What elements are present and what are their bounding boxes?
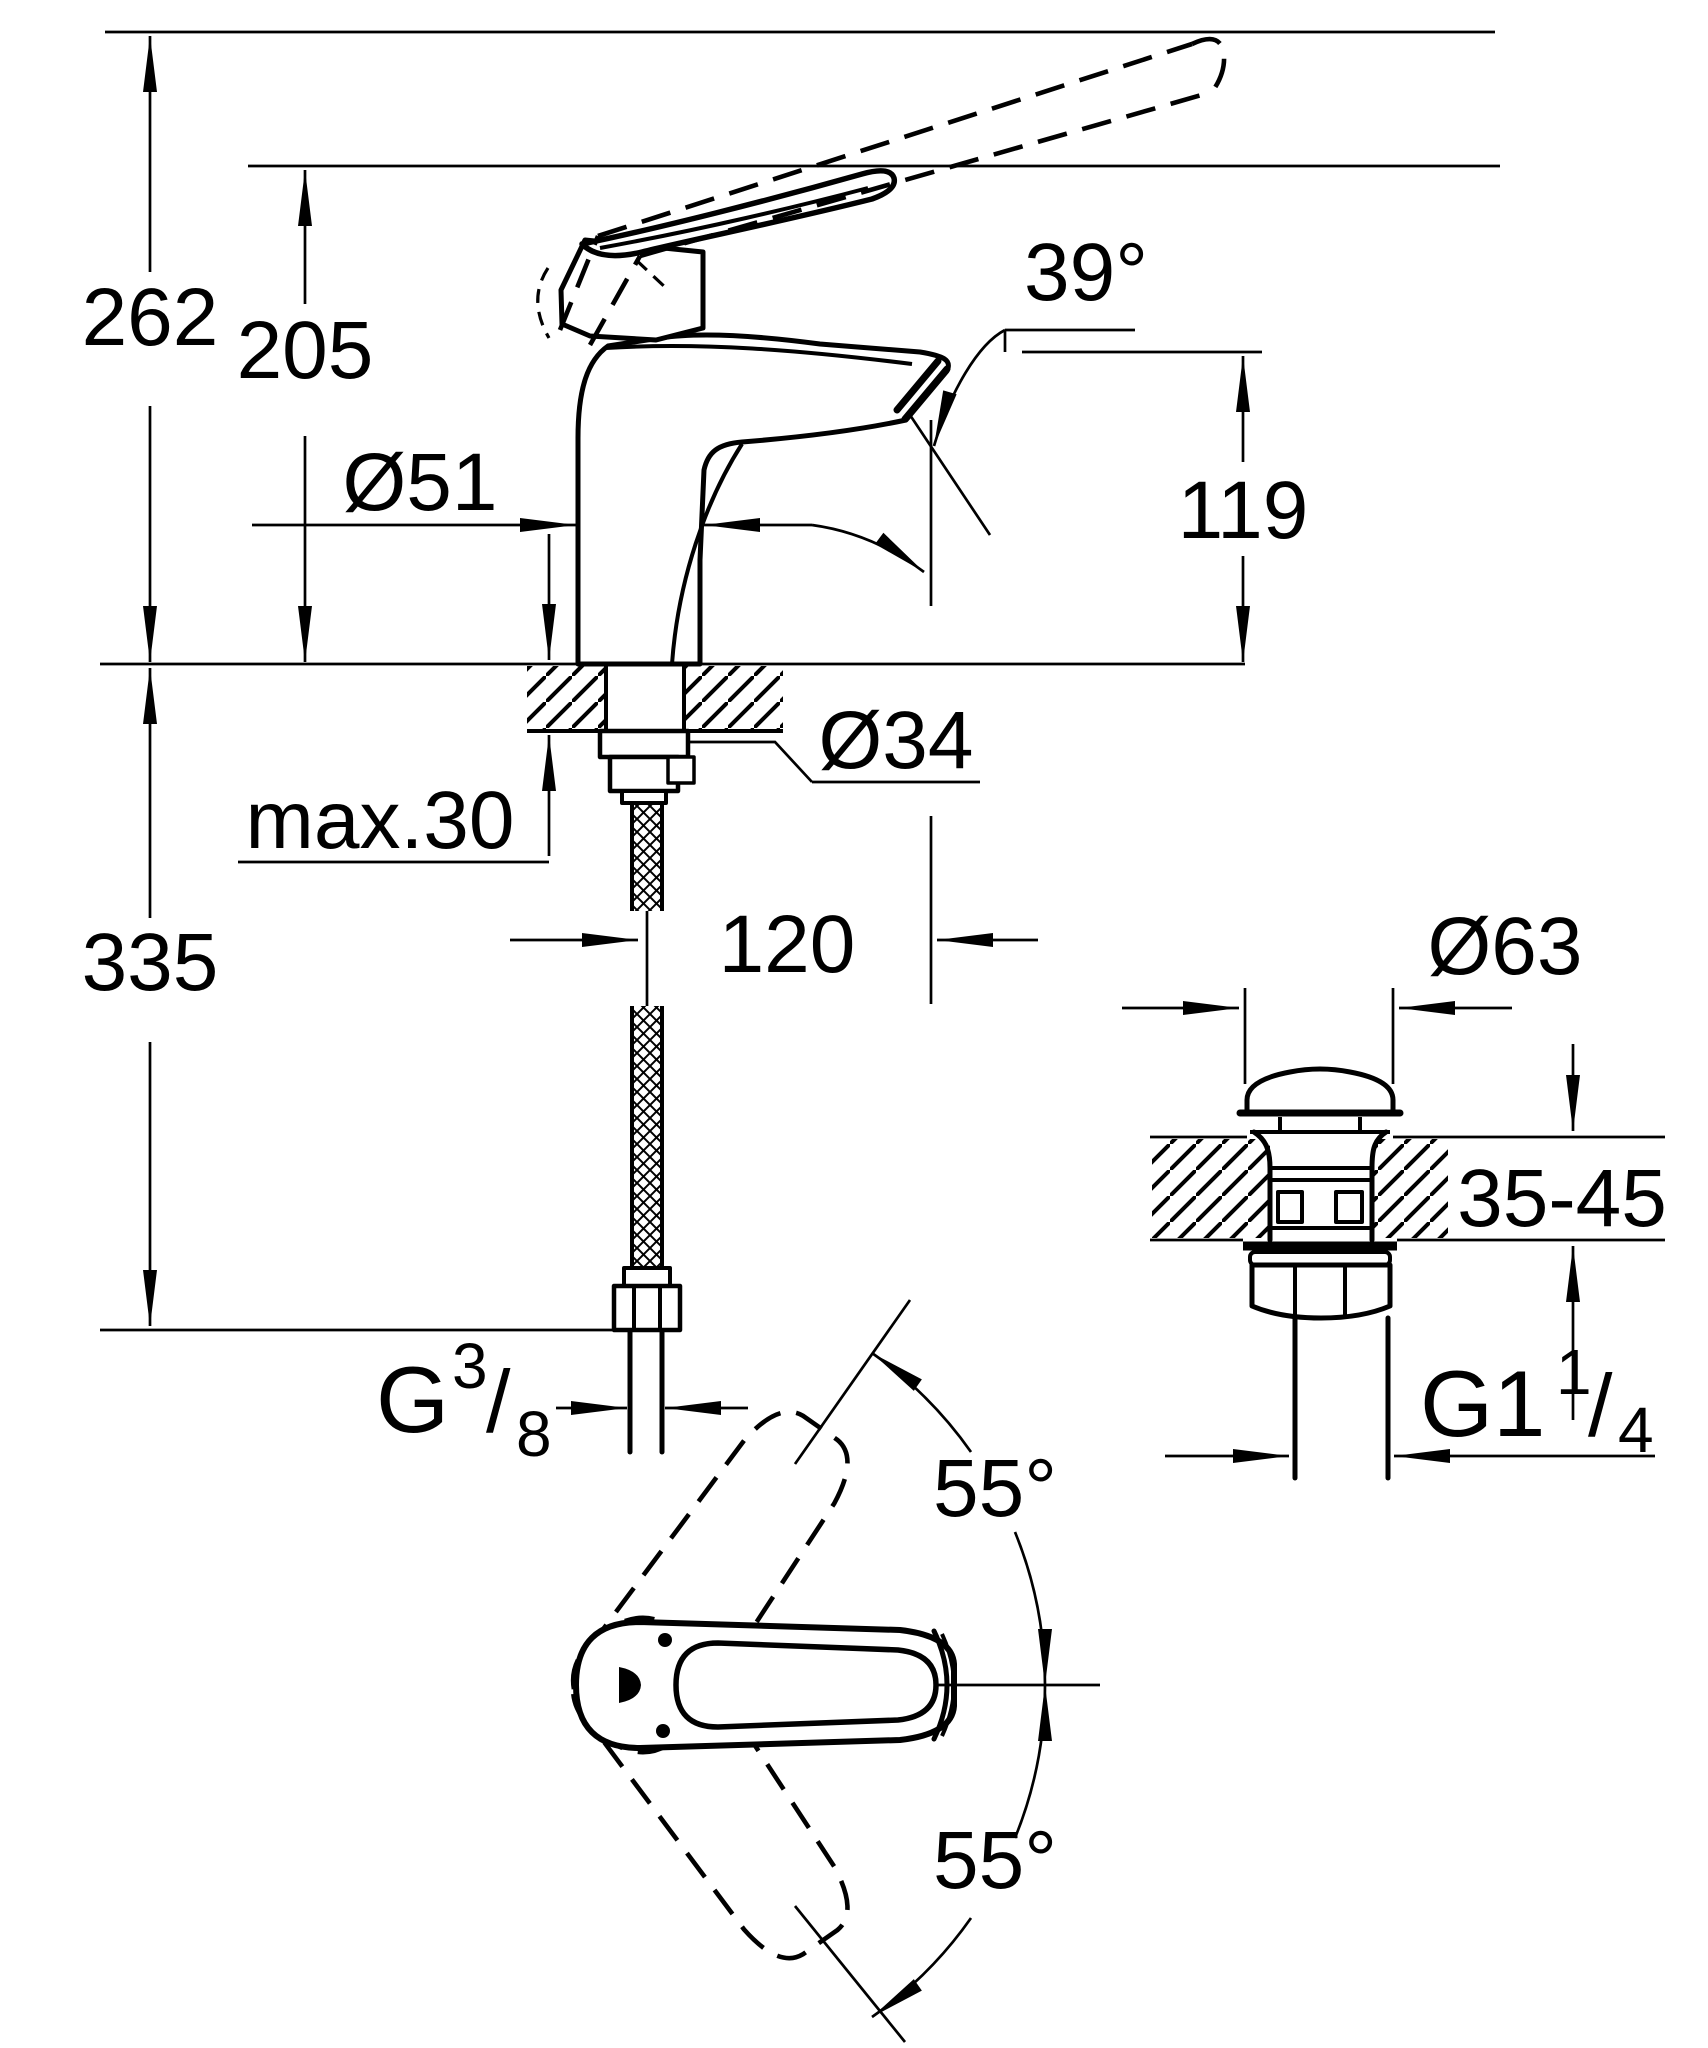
shank-diameter-leader bbox=[688, 740, 813, 783]
waste-deck-hatch-right bbox=[1372, 1139, 1448, 1238]
handle-indicator-mark bbox=[619, 1667, 641, 1703]
lever-raised-position-dashed bbox=[557, 36, 1227, 347]
swing-arc-upper-2 bbox=[1013, 1531, 1052, 1686]
deck-hatch-left bbox=[527, 666, 606, 729]
aerator-face-inner bbox=[893, 357, 942, 414]
dimension-supply-thread: G 3 / 8 bbox=[376, 1330, 748, 1470]
dimension-max-deck-thickness: max.30 bbox=[238, 534, 556, 866]
waste-flange-label: Ø63 bbox=[1428, 901, 1583, 992]
swing-arc-lower-2 bbox=[871, 1917, 973, 2019]
dimension-hose-reach: 335 bbox=[82, 668, 219, 1326]
waste-neck-left bbox=[1251, 1129, 1273, 1171]
swing-arc-lower-1 bbox=[1013, 1684, 1052, 1839]
spout-projection-label: 120 bbox=[719, 899, 856, 990]
spout-height-label: 119 bbox=[1178, 465, 1309, 556]
dimension-body-height: 205 bbox=[237, 170, 374, 662]
shank-diameter-label: Ø34 bbox=[819, 695, 974, 786]
deck-hatch-right bbox=[684, 666, 783, 729]
dimension-shank-diameter: Ø34 bbox=[688, 695, 980, 786]
waste-thread-label: G1 1 / 4 bbox=[1420, 1336, 1654, 1466]
max-deck-thickness-label: max.30 bbox=[246, 775, 515, 866]
stream-angle-label: 39° bbox=[1024, 227, 1148, 318]
handle-base-hidden-line bbox=[536, 267, 551, 339]
lever-accent-line bbox=[599, 186, 869, 250]
faucet-body-outline bbox=[575, 332, 951, 667]
waste-deck-hatch-left bbox=[1152, 1139, 1270, 1238]
popup-cap-dome bbox=[1244, 1066, 1396, 1110]
faucet-side-view: 262 205 Ø51 max.30 335 Ø34 120 bbox=[82, 30, 1500, 1470]
shank-side-stub bbox=[666, 755, 696, 785]
swing-up-label: 55° bbox=[933, 1443, 1057, 1534]
cartridge-hidden-line bbox=[631, 226, 668, 290]
braided-hose-lower bbox=[632, 1006, 662, 1268]
overflow-window-right bbox=[1334, 1190, 1364, 1224]
stream-direction-line bbox=[908, 414, 992, 536]
handle-swing-view: 55° 55° bbox=[570, 1299, 1100, 2043]
handle-dot-upper bbox=[658, 1633, 672, 1647]
hose-connection-nut bbox=[611, 1283, 683, 1333]
popup-waste-view: Ø63 35-45 G1 1 / 4 bbox=[1122, 901, 1667, 1481]
dimension-waste-thread: G1 1 / 4 bbox=[1165, 1336, 1655, 1466]
dimension-spout-height: 119 bbox=[1022, 350, 1309, 662]
hose-reach-label: 335 bbox=[82, 917, 219, 1008]
dimension-spout-projection: 120 bbox=[510, 899, 1038, 990]
dimension-stream-angle: 39° bbox=[908, 227, 1148, 536]
shank-and-hose bbox=[597, 728, 696, 1455]
swing-arc-upper-1 bbox=[871, 1351, 973, 1453]
dimension-base-diameter: Ø51 bbox=[252, 437, 925, 574]
spout-top-accent-line bbox=[605, 343, 913, 366]
hose-adapter-step bbox=[620, 789, 668, 805]
aerator-face-outer bbox=[901, 365, 951, 423]
lever-handle-side bbox=[579, 168, 898, 259]
dimension-waste-deck-range: 35-45 bbox=[1457, 1044, 1667, 1420]
braided-hose-upper bbox=[632, 803, 662, 911]
handle-base-outline bbox=[558, 237, 706, 343]
overflow-window-left bbox=[1276, 1190, 1304, 1224]
handle-dot-lower bbox=[656, 1724, 670, 1738]
handle-grip-inner-outline bbox=[673, 1640, 939, 1730]
waste-deck-range-label: 35-45 bbox=[1457, 1153, 1667, 1244]
body-front-contour-line bbox=[670, 442, 744, 665]
overall-height-label: 262 bbox=[82, 272, 219, 363]
body-height-label: 205 bbox=[237, 305, 374, 396]
swing-axis-lower bbox=[793, 1905, 907, 2043]
waste-neck-right bbox=[1369, 1129, 1389, 1171]
waste-lock-nut bbox=[1249, 1262, 1393, 1321]
swing-axis-upper bbox=[793, 1299, 912, 1465]
dimension-waste-flange: Ø63 bbox=[1122, 901, 1583, 1084]
hose-nut-collar bbox=[622, 1266, 672, 1288]
dimension-overall-height: 262 bbox=[82, 36, 219, 662]
shank-collar bbox=[597, 728, 691, 760]
base-diameter-label: Ø51 bbox=[343, 437, 498, 528]
swing-down-label: 55° bbox=[933, 1815, 1057, 1906]
supply-thread-label: G 3 / 8 bbox=[376, 1330, 552, 1470]
